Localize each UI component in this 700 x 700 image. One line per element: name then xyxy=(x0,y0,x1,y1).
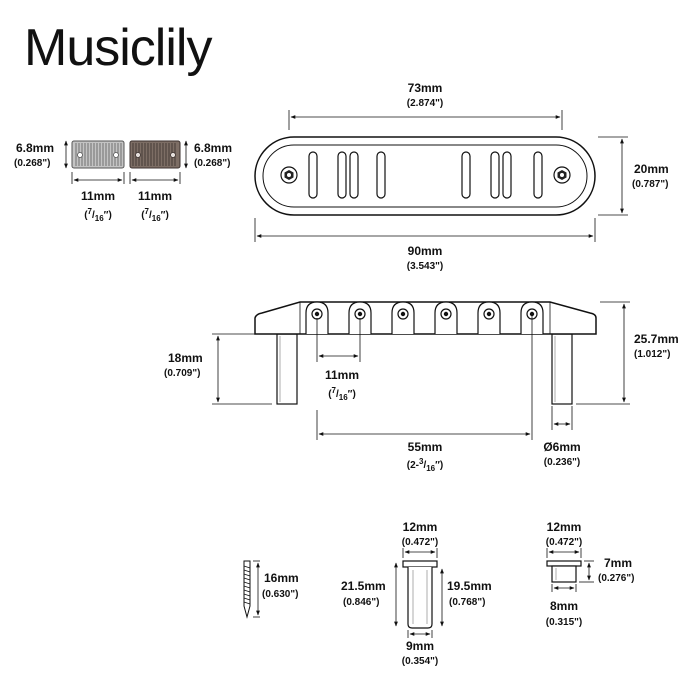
dim-width-in: (0.787") xyxy=(632,179,668,190)
dim-saddle-width-right-mm: 11mm xyxy=(138,189,172,203)
dim-post-diameter-in: (0.236") xyxy=(544,457,580,468)
dim-cap-diameter-in: (0.315") xyxy=(546,617,582,628)
dim-screw-length-mm: 16mm xyxy=(264,571,299,585)
dim-bushing-total-mm: 21.5mm xyxy=(341,579,386,593)
dim-post-spacing-mm: 55mm xyxy=(408,440,443,454)
saddle-right xyxy=(129,140,181,169)
dim-length-top-mm: 73mm xyxy=(408,81,443,95)
screw-thread xyxy=(243,565,251,569)
dim-bushing-diameter: 9mm (0.354") xyxy=(402,630,438,667)
screw-thread xyxy=(243,577,251,581)
dim-total-height-mm: 25.7mm xyxy=(634,332,679,346)
screw-thread xyxy=(243,585,251,589)
dim-saddle-width-left-mm: 11mm xyxy=(81,189,115,203)
dim-length-top-in: (2.874") xyxy=(407,98,443,109)
dim-saddle-height-left-in: (0.268") xyxy=(14,158,50,169)
dim-post-diameter: Ø6mm (0.236") xyxy=(543,406,581,468)
dim-saddle-height-left: 6.8mm (0.268") xyxy=(14,140,68,169)
dim-length-bottom-in: (3.543") xyxy=(407,261,443,272)
dim-length-bottom: 90mm (3.543") xyxy=(254,218,596,272)
saddle-profile xyxy=(477,301,501,334)
bridge-plate-outline xyxy=(254,136,596,216)
dim-cap-height: 7mm (0.276") xyxy=(579,556,634,584)
dim-cap-height-mm: 7mm xyxy=(604,556,632,570)
dim-cap-top-in: (0.472") xyxy=(546,537,582,548)
dim-post-height-in: (0.709") xyxy=(164,368,200,379)
screw-thread xyxy=(243,581,251,585)
dim-width-mm: 20mm xyxy=(634,162,669,176)
bridge-top-view xyxy=(254,136,596,216)
dim-bushing-total-in: (0.846") xyxy=(343,597,379,608)
dim-bushing-top-in: (0.472") xyxy=(402,537,438,548)
dim-saddle-width-left-in: (7/16″) xyxy=(84,207,112,223)
dim-post-height: 18mm (0.709") xyxy=(164,333,272,405)
dim-saddle-height-right-mm: 6.8mm xyxy=(194,141,232,155)
dim-saddle-height-right-in: (0.268") xyxy=(194,158,230,169)
post-bushing xyxy=(402,560,438,629)
dim-bushing-top: 12mm (0.472") xyxy=(402,520,438,558)
dim-length-top: 73mm (2.874") xyxy=(288,81,563,130)
saddle-profile xyxy=(434,301,458,334)
dim-cap-height-in: (0.276") xyxy=(598,573,634,584)
dim-saddle-width-right: 11mm (7/16″) xyxy=(129,172,181,223)
dim-cap-diameter-mm: 8mm xyxy=(550,599,578,613)
dim-post-spacing-in: (2-3/16″) xyxy=(407,457,444,473)
dim-saddle-height-left-mm: 6.8mm xyxy=(16,141,54,155)
post-cap xyxy=(546,560,582,583)
dim-width: 20mm (0.787") xyxy=(598,136,669,216)
dim-bushing-diameter-mm: 9mm xyxy=(406,639,434,653)
screw-thread xyxy=(243,593,251,597)
bridge-side-view xyxy=(254,301,597,405)
dim-bushing-diameter-in: (0.354") xyxy=(402,656,438,667)
dim-post-diameter-mm: Ø6mm xyxy=(543,440,580,454)
dim-string-spacing-mm: 11mm xyxy=(325,368,359,382)
dim-bushing-body: 19.5mm (0.768") xyxy=(440,568,492,627)
bridge-plate-inner-edge xyxy=(262,144,588,208)
dim-string-spacing: 11mm (7/16″) xyxy=(316,318,361,402)
dim-total-height-in: (1.012") xyxy=(634,349,670,360)
screw-thread xyxy=(243,601,251,605)
dim-saddle-height-right: 6.8mm (0.268") xyxy=(184,140,232,169)
saddle-left xyxy=(71,140,125,169)
screw-thread xyxy=(243,597,251,601)
dim-saddle-width-left: 11mm (7/16″) xyxy=(71,172,125,223)
dim-length-bottom-mm: 90mm xyxy=(408,244,443,258)
dim-cap-top: 12mm (0.472") xyxy=(546,520,582,558)
dim-cap-top-mm: 12mm xyxy=(547,520,582,534)
dim-string-spacing-in: (7/16″) xyxy=(328,386,356,402)
dim-bushing-body-mm: 19.5mm xyxy=(447,579,492,593)
screw-thread xyxy=(243,569,251,573)
brand-logo-text: Musiclily xyxy=(24,19,212,77)
mount-screw-right xyxy=(553,166,571,184)
string-slots xyxy=(308,151,543,199)
dim-screw-length-in: (0.630") xyxy=(262,589,298,600)
dim-bushing-body-in: (0.768") xyxy=(449,597,485,608)
dim-bushing-total: 21.5mm (0.846") xyxy=(341,562,398,627)
dim-bushing-top-mm: 12mm xyxy=(403,520,438,534)
screw-thread xyxy=(243,573,251,577)
dim-cap-diameter: 8mm (0.315") xyxy=(546,584,582,628)
dim-saddle-width-right-in: (7/16″) xyxy=(141,207,169,223)
dim-total-height: 25.7mm (1.012") xyxy=(576,301,679,405)
dim-post-height-mm: 18mm xyxy=(168,351,203,365)
screw-thread xyxy=(243,589,251,593)
mount-screw-left xyxy=(280,166,298,184)
mount-screw: 16mm (0.630") xyxy=(243,560,299,619)
saddle-profile xyxy=(391,301,415,334)
